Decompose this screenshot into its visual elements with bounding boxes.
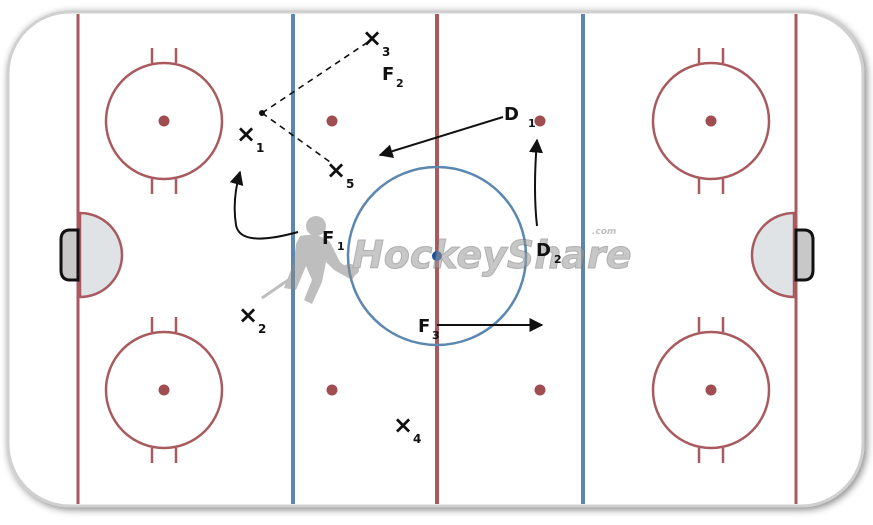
hockeyshare-watermark: HockeyShare .com bbox=[261, 216, 632, 304]
player-f1: F 1 bbox=[322, 228, 345, 253]
left-goal-crease bbox=[78, 211, 124, 299]
opponent-x4: × 4 bbox=[393, 411, 421, 446]
faceoff-dot bbox=[326, 384, 338, 396]
faceoff-dot bbox=[158, 115, 170, 127]
faceoff-circle-top-right bbox=[651, 48, 771, 194]
svg-text:1: 1 bbox=[528, 117, 536, 130]
svg-text:3: 3 bbox=[432, 329, 440, 342]
svg-text:F: F bbox=[418, 316, 430, 337]
watermark-text: HockeyShare bbox=[352, 233, 631, 277]
opponent-x1: × 1 bbox=[236, 120, 264, 155]
right-goal-net bbox=[794, 228, 815, 282]
svg-text:F: F bbox=[382, 64, 394, 85]
arrow-d1-pass bbox=[378, 116, 504, 158]
opponent-x2: × 2 bbox=[238, 301, 266, 336]
arrow-f1-curl bbox=[229, 170, 299, 240]
center-ice-circle bbox=[346, 165, 528, 347]
faceoff-circle-bottom-left bbox=[104, 317, 224, 463]
svg-text:F: F bbox=[322, 228, 334, 249]
player-d2: D 2 bbox=[536, 240, 562, 266]
faceoff-dot bbox=[158, 384, 170, 396]
svg-text:2: 2 bbox=[554, 253, 562, 266]
faceoff-circle-top-left bbox=[104, 48, 224, 194]
player-f2: F 2 bbox=[382, 64, 404, 90]
svg-text:2: 2 bbox=[258, 322, 266, 336]
svg-text:D: D bbox=[536, 240, 551, 261]
puck-dot bbox=[259, 110, 265, 116]
svg-text:2: 2 bbox=[396, 77, 404, 90]
svg-text:D: D bbox=[504, 104, 519, 125]
watermark-suffix: .com bbox=[592, 227, 616, 237]
svg-text:×: × bbox=[236, 120, 256, 148]
svg-text:×: × bbox=[362, 24, 382, 52]
svg-text:4: 4 bbox=[413, 432, 421, 446]
right-goal-crease bbox=[750, 211, 796, 299]
hockey-player-silhouette bbox=[261, 216, 359, 304]
faceoff-dot bbox=[534, 384, 546, 396]
svg-text:×: × bbox=[393, 411, 413, 439]
arrow-d2-skate bbox=[529, 138, 543, 227]
svg-text:1: 1 bbox=[337, 240, 345, 253]
faceoff-dot bbox=[705, 384, 717, 396]
opponent-x5: × 5 bbox=[326, 156, 354, 191]
opponent-x3: × 3 bbox=[362, 24, 390, 59]
faceoff-dot bbox=[534, 115, 546, 127]
svg-text:1: 1 bbox=[256, 141, 264, 155]
player-f3: F 3 bbox=[418, 316, 440, 342]
pass-lane-line bbox=[261, 112, 331, 163]
svg-text:×: × bbox=[326, 156, 346, 184]
faceoff-dot bbox=[705, 115, 717, 127]
center-ice-dot bbox=[432, 251, 442, 261]
svg-text:×: × bbox=[238, 301, 258, 329]
svg-text:3: 3 bbox=[382, 45, 390, 59]
faceoff-dot bbox=[326, 115, 338, 127]
player-d1: D 1 bbox=[504, 104, 536, 130]
faceoff-circle-bottom-right bbox=[651, 317, 771, 463]
left-goal-net bbox=[59, 228, 80, 282]
svg-text:5: 5 bbox=[346, 177, 354, 191]
